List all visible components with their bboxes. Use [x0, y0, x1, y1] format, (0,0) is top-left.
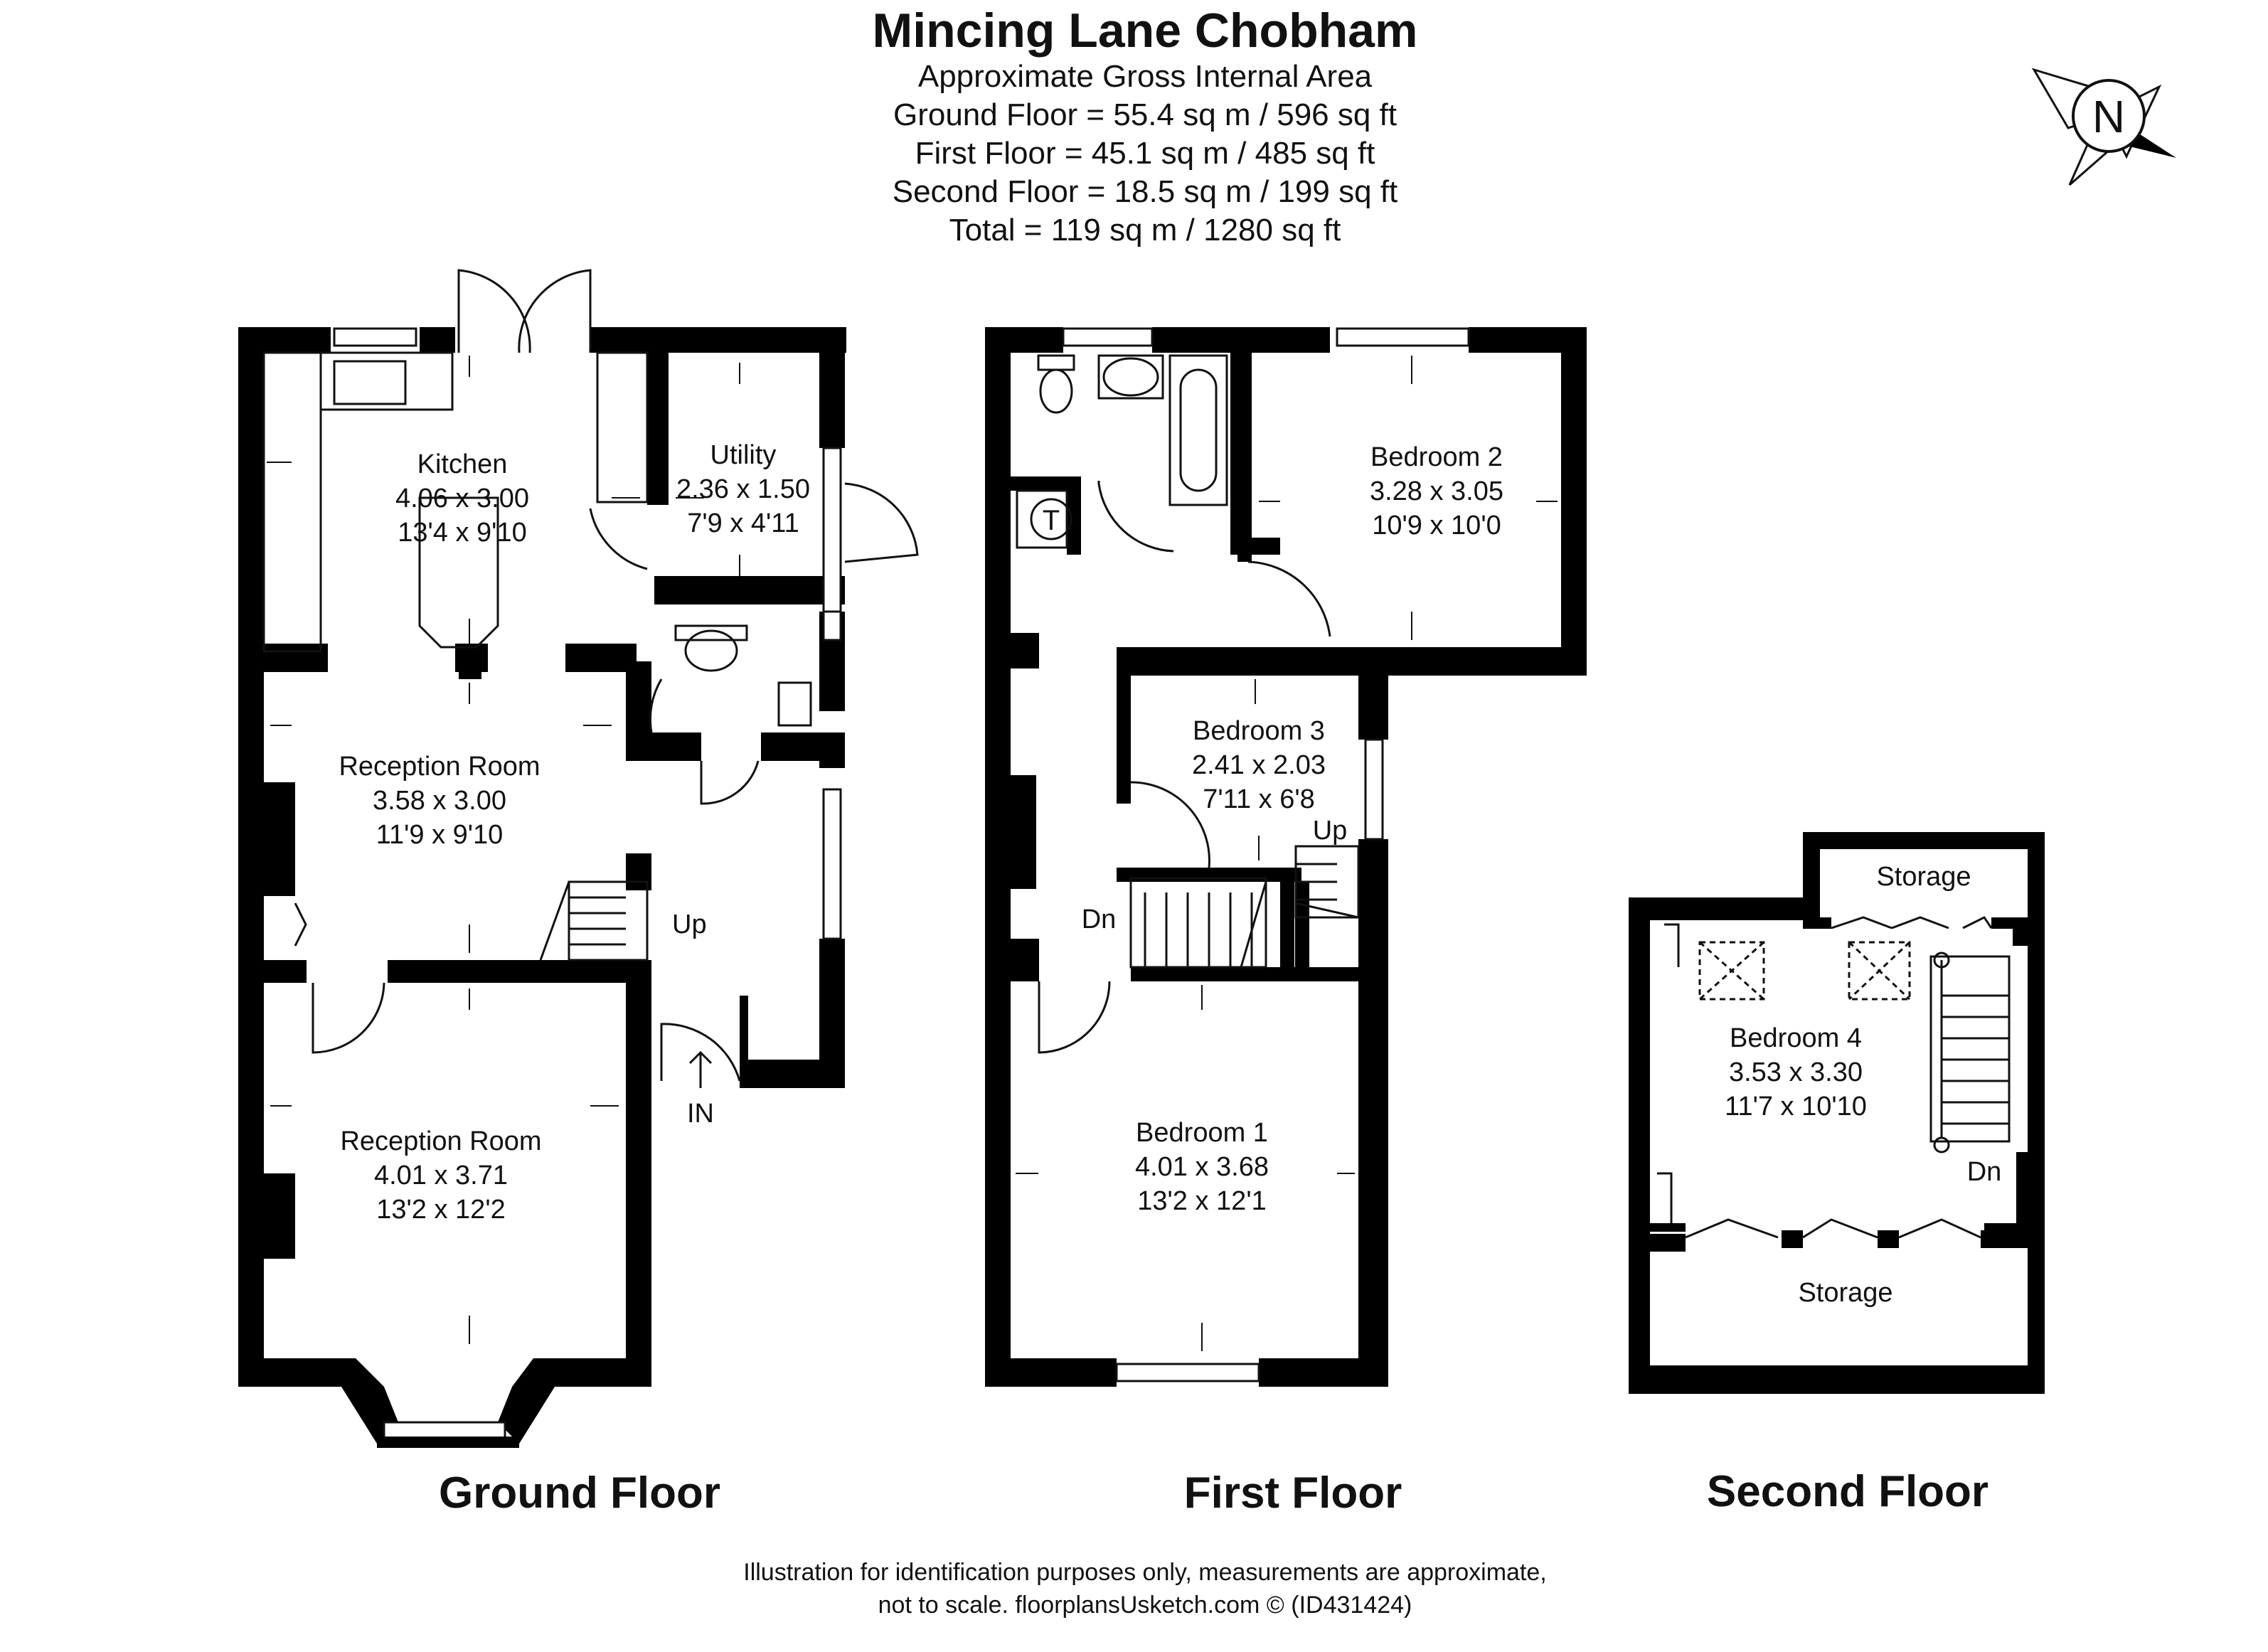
area-caption: Approximate Gross Internal Area — [918, 59, 1373, 94]
reception-room-1-metric: 3.58 x 3.00 — [373, 786, 506, 816]
bedroom-3-name: Bedroom 3 — [1193, 716, 1325, 746]
first-stairs-up-label: Up — [1313, 816, 1348, 846]
utility-name: Utility — [710, 440, 777, 470]
kitchen-metric: 4.06 x 3.00 — [395, 484, 529, 513]
plan-title: Mincing Lane Chobham — [873, 4, 1418, 58]
bedroom-2-metric: 3.28 x 3.05 — [1370, 476, 1503, 506]
total-area: Total = 119 sq m / 1280 sq ft — [949, 213, 1341, 247]
reception-room-1-imperial: 11'9 x 9'10 — [376, 820, 504, 850]
bedroom-1-metric: 4.01 x 3.68 — [1135, 1152, 1269, 1182]
ground-floor-plan: Kitchen 4.06 x 3.00 13'4 x 9'10 Utility … — [238, 269, 919, 1518]
utility-metric: 2.36 x 1.50 — [676, 474, 810, 504]
ground-floor-label: Ground Floor — [439, 1469, 720, 1518]
disclaimer-line-2: not to scale. floorplansUsketch.com © (I… — [878, 1592, 1412, 1619]
top-storage-name: Storage — [1876, 862, 1971, 892]
entrance-label: IN — [687, 1099, 714, 1129]
bedroom-3-metric: 2.41 x 2.03 — [1192, 750, 1326, 780]
bedroom-4-name: Bedroom 4 — [1730, 1023, 1862, 1053]
first-floor-area: First Floor = 45.1 sq m / 485 sq ft — [915, 136, 1375, 171]
first-floor-label: First Floor — [1184, 1469, 1402, 1518]
second-floor-label: Second Floor — [1707, 1467, 1989, 1516]
tank-label: T — [1043, 505, 1060, 536]
disclaimer-line-1: Illustration for identification purposes… — [743, 1559, 1547, 1586]
bedroom-1-imperial: 13'2 x 12'1 — [1137, 1186, 1266, 1216]
second-floor-plan: Storage Bedroom 4 3.53 x 3.30 11'7 x 10'… — [1629, 832, 2045, 1516]
north-compass-icon: N — [2031, 68, 2176, 186]
bottom-storage-name: Storage — [1798, 1278, 1892, 1308]
ground-stairs-up-label: Up — [672, 910, 707, 939]
reception-room-1-name: Reception Room — [339, 752, 540, 782]
second-stairs-down-label: Dn — [1967, 1157, 2002, 1187]
disclaimer: Illustration for identification purposes… — [743, 1559, 1547, 1619]
reception-room-2-imperial: 13'2 x 12'2 — [376, 1195, 505, 1225]
first-stairs-down-label: Dn — [1082, 905, 1117, 934]
ground-floor-area: Ground Floor = 55.4 sq m / 596 sq ft — [893, 97, 1397, 132]
second-floor-area: Second Floor = 18.5 sq m / 199 sq ft — [893, 174, 1398, 209]
bedroom-1-name: Bedroom 1 — [1136, 1118, 1268, 1148]
kitchen-imperial: 13'4 x 9'10 — [398, 518, 526, 548]
bedroom-4-metric: 3.53 x 3.30 — [1729, 1057, 1863, 1087]
reception-room-2-name: Reception Room — [340, 1126, 541, 1156]
bedroom-4-imperial: 11'7 x 10'10 — [1725, 1092, 1867, 1121]
kitchen-name: Kitchen — [417, 449, 508, 479]
header: Mincing Lane Chobham Approximate Gross I… — [873, 4, 1418, 247]
bedroom-2-imperial: 10'9 x 10'0 — [1372, 511, 1501, 540]
utility-imperial: 7'9 x 4'11 — [687, 508, 799, 538]
bedroom-3-imperial: 7'11 x 6'8 — [1203, 784, 1314, 814]
first-floor-plan: T Bedroom 2 3.28 x 3.05 10'9 x 10'0 B — [985, 327, 1587, 1518]
reception-room-2-metric: 4.01 x 3.71 — [374, 1161, 508, 1190]
compass-n-label: N — [2092, 91, 2125, 142]
bedroom-2-name: Bedroom 2 — [1370, 442, 1503, 472]
